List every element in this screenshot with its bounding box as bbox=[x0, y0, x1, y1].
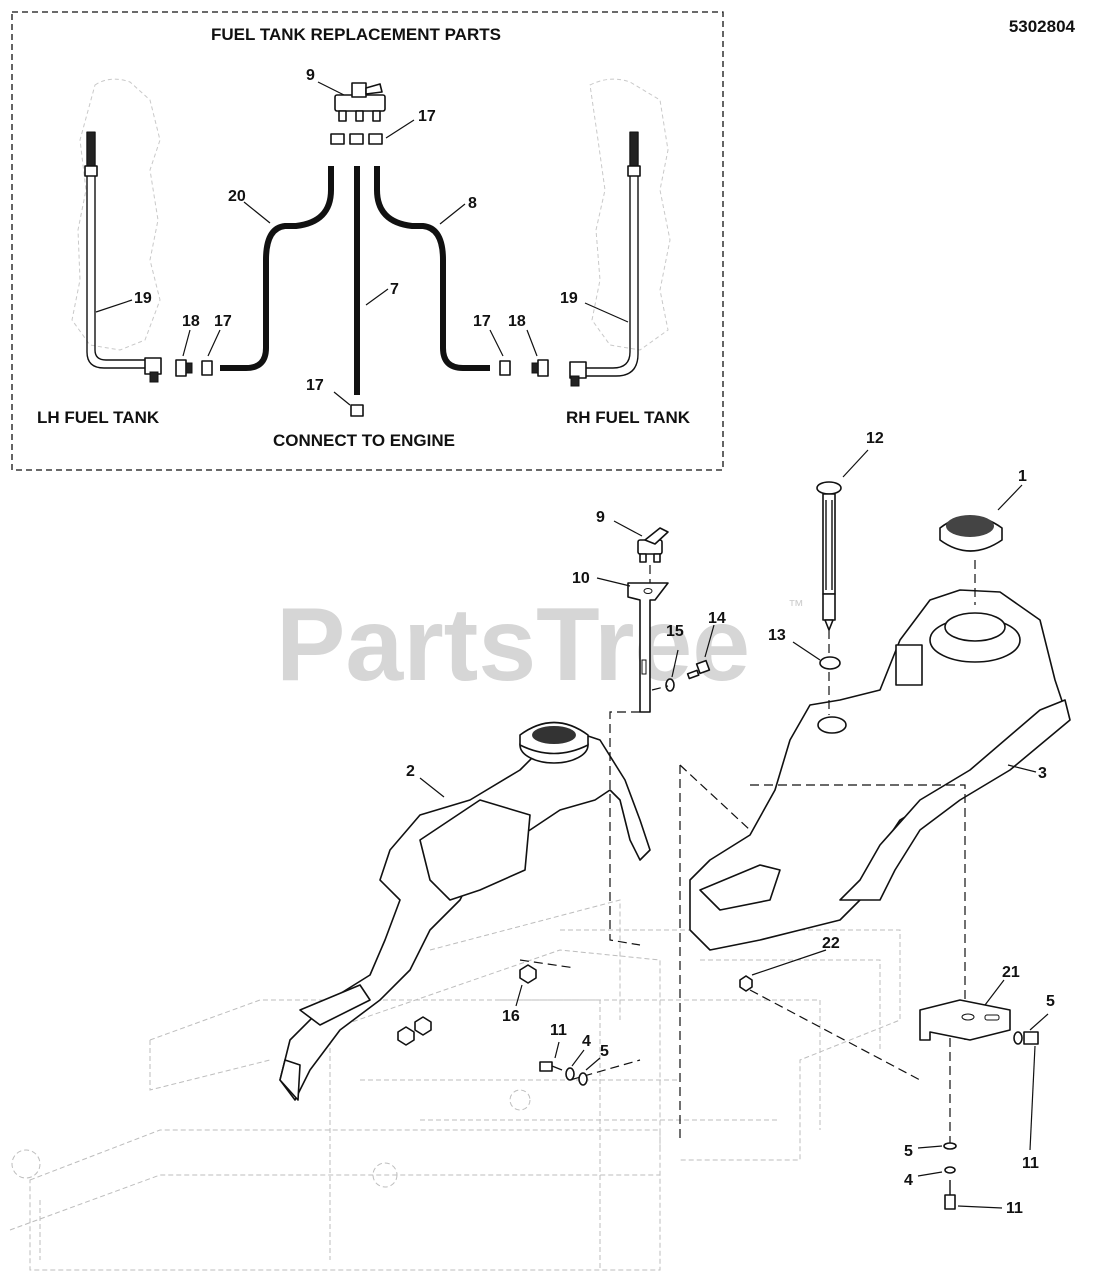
callout-16: 16 bbox=[502, 1008, 520, 1025]
diagram-number: 5302804 bbox=[1009, 17, 1076, 36]
callout-11-c: 11 bbox=[1022, 1155, 1039, 1172]
callout-inset-17-top: 17 bbox=[418, 108, 436, 125]
clamps-top bbox=[330, 133, 383, 145]
nut-16 bbox=[519, 964, 537, 984]
callout-inset-19-left: 19 bbox=[134, 290, 152, 307]
callout-inset-19-right: 19 bbox=[560, 290, 578, 307]
rh-tank-ghost bbox=[589, 78, 671, 351]
nut-16-b bbox=[397, 1026, 415, 1046]
callout-11-a: 11 bbox=[550, 1022, 567, 1039]
rh-fuel-tank-label: RH FUEL TANK bbox=[566, 408, 691, 427]
callout-5-c: 5 bbox=[1046, 993, 1055, 1010]
bolt-11-left bbox=[539, 1061, 563, 1072]
connect-to-engine-label: CONNECT TO ENGINE bbox=[273, 431, 455, 450]
callout-14: 14 bbox=[708, 610, 726, 627]
engine-clamp-17 bbox=[350, 404, 364, 417]
inset-border bbox=[11, 11, 724, 471]
callout-1: 1 bbox=[1018, 468, 1027, 485]
lh-fuel-tank bbox=[279, 729, 651, 1101]
callout-inset-18-right: 18 bbox=[508, 313, 526, 330]
callout-5-a: 5 bbox=[600, 1043, 609, 1060]
lh-fuel-cap bbox=[519, 721, 589, 764]
bolt-11-right bbox=[1013, 1031, 1039, 1045]
fuel-valve-inset bbox=[334, 82, 386, 122]
hose-8 bbox=[374, 166, 490, 371]
rh-clamp-17 bbox=[499, 360, 511, 376]
rh-fitting-18 bbox=[531, 359, 549, 377]
bolt-11-bottom bbox=[944, 1180, 956, 1210]
rh-fuel-cap bbox=[939, 515, 1003, 552]
lh-fitting-18 bbox=[175, 359, 193, 377]
callout-10: 10 bbox=[572, 570, 590, 587]
callout-15: 15 bbox=[666, 623, 684, 640]
callout-4-a: 4 bbox=[582, 1033, 591, 1050]
callout-inset-17-right: 17 bbox=[473, 313, 491, 330]
washer-5-left bbox=[578, 1072, 588, 1086]
nut-22 bbox=[739, 975, 753, 992]
callout-inset-9: 9 bbox=[306, 67, 315, 84]
replacement-parts-inset: FUEL TANK REPLACEMENT PARTS 9 17 20 bbox=[11, 11, 724, 471]
rh-fuel-tank bbox=[689, 589, 1071, 951]
watermark-tm: ™ bbox=[788, 598, 804, 615]
callout-3: 3 bbox=[1038, 765, 1047, 782]
rh-fuel-tube bbox=[569, 131, 641, 387]
bracket-10 bbox=[627, 582, 669, 713]
bracket-21 bbox=[919, 999, 1011, 1041]
bolt-14 bbox=[686, 659, 711, 680]
callout-2: 2 bbox=[406, 763, 415, 780]
mower-frame-ghost bbox=[9, 899, 901, 1271]
callout-inset-17-left: 17 bbox=[214, 313, 232, 330]
callout-13: 13 bbox=[768, 627, 786, 644]
hose-20 bbox=[220, 166, 334, 371]
callout-9: 9 bbox=[596, 509, 605, 526]
lh-tank-ghost bbox=[71, 78, 161, 351]
callout-inset-17-engine: 17 bbox=[306, 377, 324, 394]
fuel-gauge bbox=[816, 481, 842, 631]
callout-inset-18-left: 18 bbox=[182, 313, 200, 330]
inset-title: FUEL TANK REPLACEMENT PARTS bbox=[211, 25, 501, 44]
grommet-13 bbox=[819, 656, 841, 670]
partstree-watermark: PartsTree bbox=[276, 587, 750, 703]
callout-21: 21 bbox=[1002, 964, 1020, 981]
callout-4-b: 4 bbox=[904, 1172, 913, 1189]
callout-5-b: 5 bbox=[904, 1143, 913, 1160]
nut-16-c bbox=[414, 1016, 432, 1036]
callout-inset-20: 20 bbox=[228, 188, 246, 205]
lh-fuel-tube bbox=[84, 131, 162, 383]
lh-fuel-tank-label: LH FUEL TANK bbox=[37, 408, 160, 427]
callout-11-b: 11 bbox=[1006, 1200, 1023, 1217]
washer-5-right bbox=[943, 1142, 957, 1150]
callout-12: 12 bbox=[866, 430, 884, 447]
washer-4-right bbox=[944, 1166, 956, 1174]
callout-inset-7: 7 bbox=[390, 281, 399, 298]
washer-15 bbox=[665, 678, 675, 692]
callout-22: 22 bbox=[822, 935, 840, 952]
fuel-valve-main bbox=[637, 527, 669, 563]
callout-inset-8: 8 bbox=[468, 195, 477, 212]
washer-4-left bbox=[565, 1067, 575, 1081]
lh-clamp-17 bbox=[201, 360, 213, 376]
